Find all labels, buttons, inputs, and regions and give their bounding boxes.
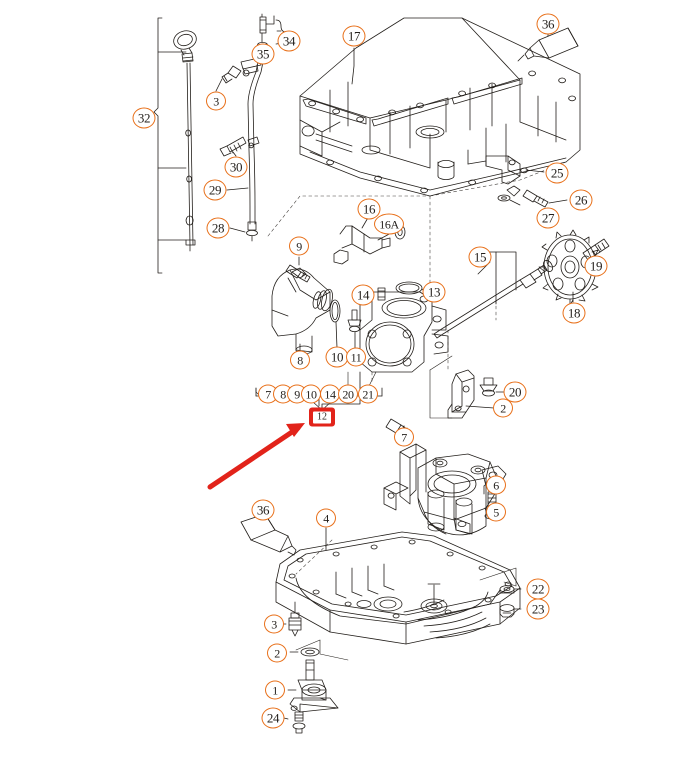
callout-27: 27: [536, 207, 560, 229]
callout-11: 11: [346, 347, 366, 367]
callout-3: 3: [264, 614, 284, 634]
callout-2: 2: [267, 643, 287, 663]
part-oil-jet-25: [467, 149, 568, 208]
part-dipstick-tube: [226, 57, 264, 242]
callout-13: 13: [422, 281, 446, 303]
callout-10: 10: [325, 346, 349, 368]
part-bolt-11: [347, 309, 362, 349]
callout-20: 20: [503, 381, 527, 403]
callout-24: 24: [261, 707, 285, 729]
group-callout-14: 14: [320, 384, 340, 404]
callout-26: 26: [569, 189, 593, 211]
callout-22: 22: [526, 578, 550, 600]
part-bolt-3-lower: [282, 601, 302, 637]
callout-6: 6: [486, 475, 506, 495]
callout-7: 7: [394, 427, 414, 447]
callout-29: 29: [203, 179, 227, 201]
highlighted-callout: 12: [309, 407, 335, 427]
callout-14: 14: [351, 284, 375, 306]
callout-34: 34: [277, 30, 301, 52]
part-bolt-24: [283, 711, 306, 734]
callout-18: 18: [562, 302, 586, 324]
highlight-arrow: [207, 423, 305, 490]
part-bolt-19: [582, 238, 610, 261]
callout-32: 32: [132, 107, 156, 129]
part-bolt-3: [215, 65, 242, 92]
callout-4: 4: [316, 508, 336, 528]
part-upper-crankcase-17: [299, 17, 581, 197]
part-dipstick: [153, 17, 197, 274]
group-callout-21: 21: [358, 384, 378, 404]
callout-1: 1: [265, 680, 285, 700]
callout-30: 30: [224, 156, 248, 178]
part-seal-2-lower: [289, 647, 320, 657]
callout-3: 3: [206, 91, 226, 111]
callout-28: 28: [206, 217, 230, 239]
callout-16: 16: [357, 198, 381, 220]
part-oring-10: [329, 299, 341, 349]
group-callout-10: 10: [301, 384, 321, 404]
callout-5: 5: [486, 502, 506, 522]
callout-36: 36: [536, 13, 560, 35]
part-sealant-tube-36-upper: [517, 23, 579, 62]
part-bolt-30: [219, 136, 247, 157]
callout-36: 36: [251, 499, 275, 521]
part-sensor-16: [333, 215, 406, 265]
part-oil-level-sensor-1: [287, 659, 339, 713]
highlighted-callout-label: 12: [313, 411, 331, 423]
part-oil-pan-4: [275, 527, 521, 661]
callout-35: 35: [251, 43, 275, 65]
part-drain-plug-22-23: [499, 585, 522, 618]
callout-8: 8: [290, 350, 310, 370]
callout-15: 15: [468, 246, 492, 268]
part-bracket-2: [429, 355, 505, 419]
group-callout-20: 20: [338, 384, 358, 404]
callout-19: 19: [584, 255, 608, 277]
part-oil-pump-body-12: [255, 291, 449, 411]
callout-23: 23: [526, 598, 550, 620]
callout-16A: 16A: [374, 213, 404, 235]
callout-2: 2: [493, 398, 513, 418]
callout-17: 17: [342, 25, 366, 47]
callout-25: 25: [545, 162, 569, 184]
callout-9: 9: [289, 236, 309, 256]
